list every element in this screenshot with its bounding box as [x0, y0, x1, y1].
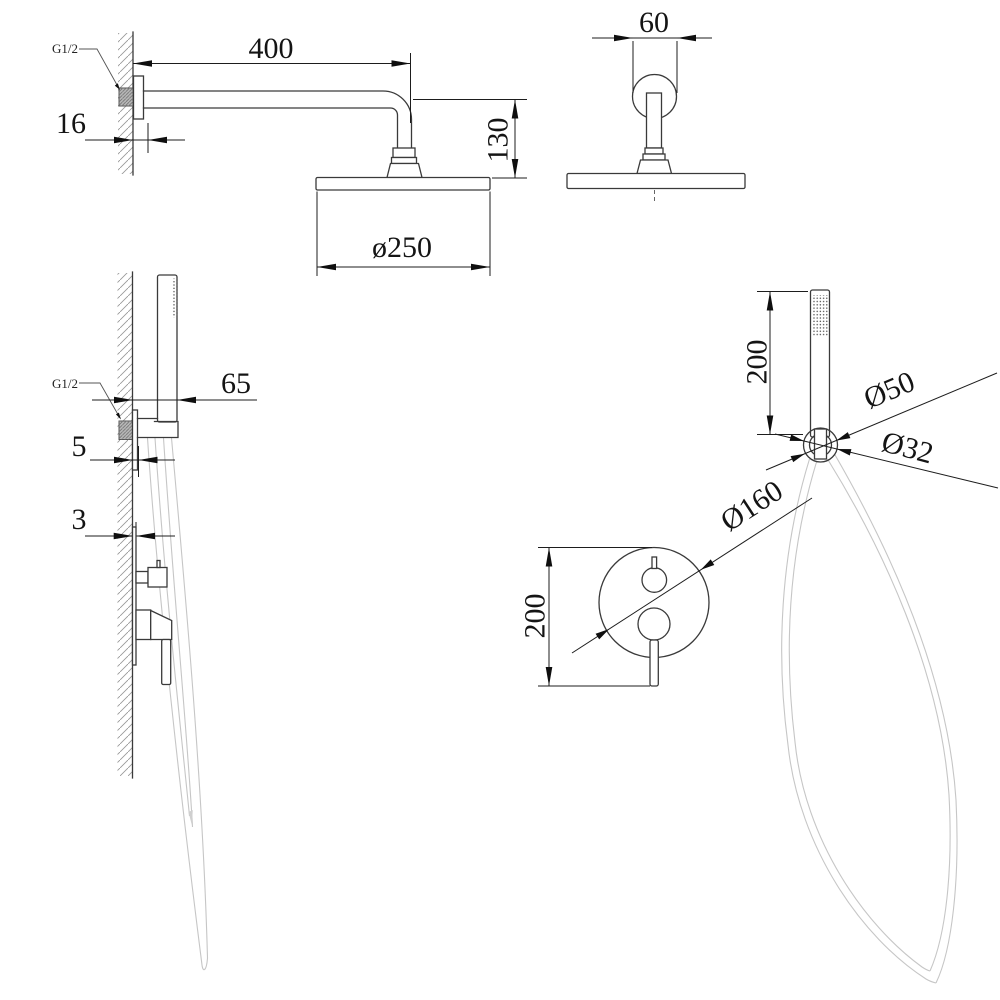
dim-bracket-plate: 5 [72, 430, 175, 477]
diverter-pin-side [156, 559, 161, 569]
shower-hose-loop [781, 453, 958, 984]
thread-callout-top: G1/2 [52, 41, 120, 90]
handle-lever-front [649, 639, 659, 687]
handle-base-side [135, 609, 152, 641]
dim-label-valve-height: 200 [519, 594, 552, 639]
dim-head-drop: 130 [413, 99, 527, 179]
dim-label-handset-length: 200 [741, 340, 774, 385]
holder-cup-side [136, 420, 179, 439]
mixer-valve-front-view: 200 Ø160 [519, 474, 813, 687]
shower-head-plate-front [566, 172, 746, 190]
dim-label-head-drop: 130 [482, 118, 515, 163]
joint-nut-front [644, 147, 664, 155]
diverter-knob-front [641, 567, 668, 593]
handle-lever-side [161, 638, 172, 686]
diverter-stem-side [135, 570, 149, 584]
diverter-knob-side [147, 566, 168, 588]
shower-hose-side [146, 437, 209, 971]
dim-holder-depth: 65 [92, 367, 257, 404]
thread-label-top: G1/2 [52, 41, 78, 56]
diverter-pin-front [651, 556, 658, 570]
dim-label-holder-outer: Ø50 [859, 365, 919, 416]
dim-valve-height: 200 [519, 547, 652, 687]
wall-hatching-lower [117, 273, 133, 776]
joint-nut2-front [642, 153, 666, 161]
ball-joint [386, 147, 423, 179]
valve-escutcheon-side [131, 526, 137, 666]
dim-label-valve-plate: 3 [72, 503, 87, 536]
mixer-valve-side-view [131, 526, 173, 686]
rain-shower-side-view: 400 16 G1/2 130 [52, 31, 527, 276]
dim-label-holder-depth: 65 [221, 367, 251, 400]
dim-flange-width: 60 [592, 6, 712, 93]
dim-valve-plate: 3 [72, 503, 175, 552]
wall-inlet-fitting-lower [118, 420, 133, 440]
dim-label-holder-inner: Ø32 [878, 425, 936, 470]
handset-spray-face [812, 295, 828, 337]
dim-label-arm-length: 400 [249, 32, 294, 65]
hand-shower-side-view: G1/2 65 5 3 [52, 271, 257, 971]
handle-body-side [150, 609, 173, 641]
dim-label-flange-thickness: 16 [56, 107, 86, 140]
joint-cone-front [636, 159, 673, 175]
arm-wall-flange [132, 75, 145, 120]
rain-shower-front-view: 60 [566, 6, 746, 203]
shower-arm-outline-bottom [142, 107, 399, 149]
handle-base-front [637, 607, 671, 641]
dim-handset-length: 200 [741, 291, 808, 435]
bracket-wall-plate [131, 409, 139, 471]
holder-ring-outer [802, 427, 839, 463]
dim-label-bracket-plate: 5 [72, 430, 87, 463]
handset-spray-face-side [172, 278, 178, 318]
arm-front [645, 92, 663, 149]
wall-inlet-fitting [118, 87, 134, 107]
shower-arm-outline-top [142, 90, 413, 149]
thread-label-hand: G1/2 [52, 376, 78, 391]
dim-arm-length: 400 [133, 32, 411, 123]
shower-head-plate [315, 176, 491, 191]
dim-label-flange-width: 60 [639, 6, 669, 39]
dim-label-head-diameter: ø250 [372, 231, 432, 264]
dim-flange-thickness: 16 [56, 107, 185, 153]
dim-label-valve-diameter: Ø160 [715, 474, 789, 538]
thread-callout-hand: G1/2 [52, 376, 121, 420]
dim-head-diameter: ø250 [316, 191, 491, 276]
hand-shower-front-view: 200 Ø50 Ø32 [741, 289, 999, 984]
hose-end-cap [188, 810, 193, 825]
